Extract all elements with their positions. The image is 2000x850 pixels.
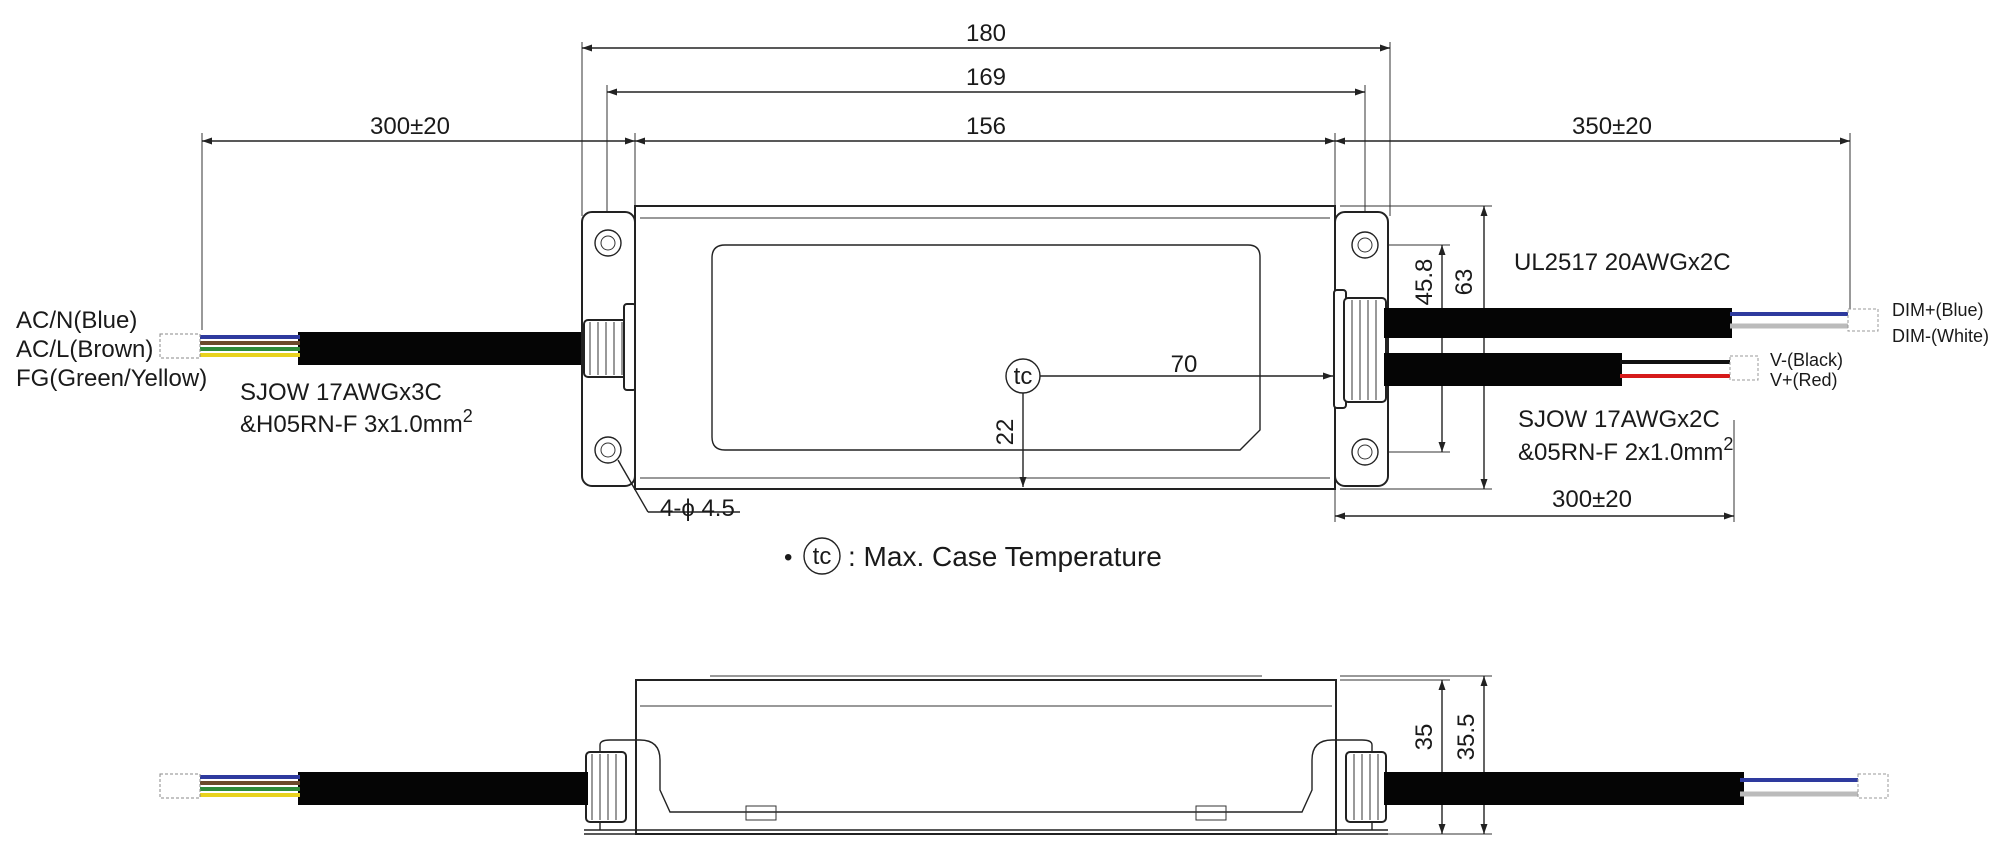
dim-height: 35 [1411,724,1438,751]
dim-output-cable-length: 300±20 [1552,486,1632,513]
mount-hole-icon [1351,438,1379,466]
main-body [634,205,1336,490]
output-cable [1384,353,1759,386]
legend-text: : Max. Case Temperature [848,541,1162,572]
side-view: 35.5 35 [159,675,1889,835]
dim-overall-length: 180 [966,20,1006,47]
output-cable-spec-1: SJOW 17AWGx2C [1518,406,1720,433]
output-cable-spec-2: &05RN-F 2x1.0mm2 [1518,434,1733,466]
right-flange [1333,211,1389,487]
output-wire-label-minus: V-(Black) [1770,350,1843,370]
label-recess [711,244,1261,451]
dim-tc-y: 22 [992,419,1019,446]
input-cable [159,332,588,365]
dim-dim-cable-length: 350±20 [1572,113,1652,140]
tc-marker: tc 70 22 [992,351,1333,487]
dim-wire-label-minus: DIM-(White) [1892,326,1989,346]
legend-bullet: • [784,544,792,571]
svg-text:tc: tc [813,543,832,570]
input-wire-label-fg: FG(Green/Yellow) [16,365,207,392]
mount-hole-label: 4-ϕ 4.5 [660,495,735,522]
input-cable-spec-2: &H05RN-F 3x1.0mm2 [240,406,473,438]
side-input-cable [298,772,588,805]
dim-height-total: 35.5 [1453,714,1480,761]
dim-mount-pitch: 169 [966,64,1006,91]
dimension-lines: 180 169 156 300±20 350±20 300±20 63 45.8 [202,20,1850,520]
side-output-cable [1384,772,1744,805]
dim-cable [1384,308,1879,338]
cable-labels: AC/N(Blue) AC/L(Brown) FG(Green/Yellow) … [16,249,1989,466]
input-wire-label-n: AC/N(Blue) [16,307,137,334]
mount-hole-callout: 4-ϕ 4.5 [617,459,740,522]
dim-wire-label-plus: DIM+(Blue) [1892,300,1984,320]
mount-hole-icon [1351,231,1379,259]
input-cable-spec-1: SJOW 17AWGx3C [240,379,442,406]
top-view: 180 169 156 300±20 350±20 300±20 63 45.8 [16,20,1989,575]
dim-width: 63 [1451,269,1478,296]
dim-cable-spec: UL2517 20AWGx2C [1514,249,1731,276]
dim-body-length: 156 [966,113,1006,140]
svg-text:tc: tc [1014,363,1033,390]
mount-hole-icon [594,229,622,257]
dim-input-cable-length: 300±20 [370,113,450,140]
input-wire-label-l: AC/L(Brown) [16,336,153,363]
tc-circle-icon [803,537,841,575]
legend: • tc : Max. Case Temperature [784,537,1162,575]
dim-mount-width: 45.8 [1411,259,1438,306]
side-dimension-lines: 35.5 35 [1411,676,1488,834]
left-flange [581,211,637,487]
output-wire-label-plus: V+(Red) [1770,370,1838,390]
mount-hole-icon [594,436,622,464]
dim-tc-x: 70 [1171,351,1198,378]
extension-lines [201,42,1851,522]
